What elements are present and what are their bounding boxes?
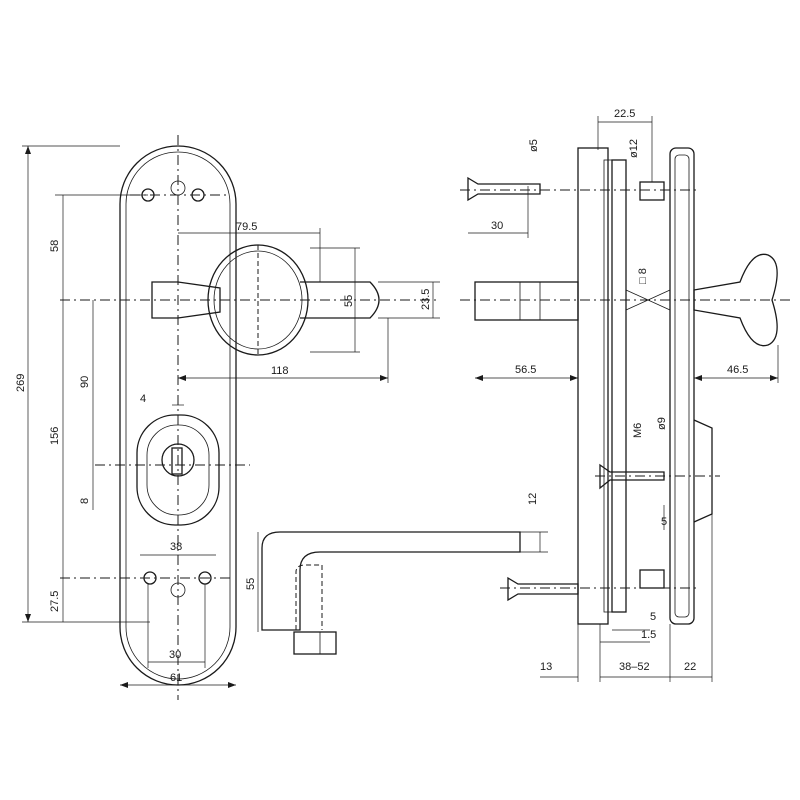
dim-58: 58 bbox=[49, 240, 61, 252]
dim-12-handle: 12 bbox=[527, 493, 539, 505]
dim-30-screw: 30 bbox=[491, 220, 503, 232]
door-core bbox=[611, 159, 627, 613]
dim-61: 61 bbox=[170, 672, 182, 684]
bottom-screw-bushing bbox=[639, 569, 665, 589]
dim-23-5: 23.5 bbox=[420, 289, 432, 310]
dim-4: 4 bbox=[140, 393, 146, 405]
square-x2 bbox=[625, 289, 671, 311]
dim-13: 13 bbox=[540, 661, 552, 673]
dim-38: 38 bbox=[170, 541, 182, 553]
arrow bbox=[770, 375, 778, 381]
arrow bbox=[178, 375, 186, 381]
dim-square-8: □ 8 bbox=[637, 268, 649, 284]
inner-knob-spindle bbox=[474, 281, 579, 321]
dim-156: 156 bbox=[49, 427, 61, 445]
dim-8: 8 bbox=[79, 498, 91, 504]
dim-22: 22 bbox=[684, 661, 696, 673]
dim-m6: M6 bbox=[632, 423, 644, 438]
knob-neck bbox=[151, 281, 221, 319]
dim-118: 118 bbox=[271, 365, 289, 377]
side-view: 22.5 ø5 ø12 30 □ 8 56.5 46.5 M6 ø9 5 5 1… bbox=[460, 108, 790, 682]
top-countersunk-screw bbox=[467, 176, 541, 202]
dim-55-handle: 55 bbox=[245, 578, 257, 590]
dim-1-5: 1.5 bbox=[641, 629, 656, 641]
arrow bbox=[228, 682, 236, 688]
lever-square-spindle bbox=[293, 631, 337, 655]
arrow bbox=[25, 146, 31, 154]
lever-handle-view: 55 12 bbox=[245, 493, 548, 655]
key-escutcheon-inner bbox=[146, 424, 210, 516]
arrow bbox=[25, 614, 31, 622]
dim-d5-screw: ø5 bbox=[528, 139, 540, 152]
arrow bbox=[694, 375, 702, 381]
outer-cylinder-guard bbox=[693, 419, 713, 523]
bottom-countersunk-screw bbox=[507, 576, 579, 602]
key-cylinder bbox=[161, 443, 195, 477]
dim-d12: ø12 bbox=[628, 139, 640, 158]
knob-handle-tip bbox=[300, 281, 380, 319]
front-view: 269 58 156 90 8 27.5 79.5 55 23.5 118 4 … bbox=[15, 135, 440, 700]
outer-plate bbox=[669, 147, 695, 625]
arrow bbox=[475, 375, 483, 381]
dim-d9: ø9 bbox=[656, 417, 668, 430]
dim-38-52: 38–52 bbox=[619, 661, 650, 673]
dim-56-5: 56.5 bbox=[515, 364, 536, 376]
dim-269: 269 bbox=[15, 374, 27, 392]
dimension-arrows bbox=[25, 146, 778, 688]
arrow bbox=[570, 375, 578, 381]
outer-knob bbox=[693, 253, 778, 347]
bottom-center-screw bbox=[170, 582, 186, 598]
outer-plate-inner bbox=[674, 154, 690, 618]
middle-screw bbox=[599, 463, 665, 490]
key-slot bbox=[171, 447, 183, 475]
dim-79-5: 79.5 bbox=[236, 221, 257, 233]
dim-27-5: 27.5 bbox=[49, 591, 61, 612]
dim-30-bottom: 30 bbox=[169, 649, 181, 661]
arrow bbox=[380, 375, 388, 381]
arrow bbox=[120, 682, 128, 688]
dim-22-5: 22.5 bbox=[614, 108, 635, 120]
top-screw-bushing bbox=[639, 181, 665, 201]
dim-46-5: 46.5 bbox=[727, 364, 748, 376]
dim-55-knob: 55 bbox=[343, 295, 355, 307]
lever-handle-hidden bbox=[295, 564, 323, 630]
key-escutcheon bbox=[136, 414, 220, 526]
dim-90: 90 bbox=[79, 376, 91, 388]
door-plate-left bbox=[577, 147, 609, 625]
dim-5-a: 5 bbox=[661, 516, 667, 528]
lever-handle-outline bbox=[261, 531, 521, 631]
dim-5-b: 5 bbox=[650, 611, 656, 623]
